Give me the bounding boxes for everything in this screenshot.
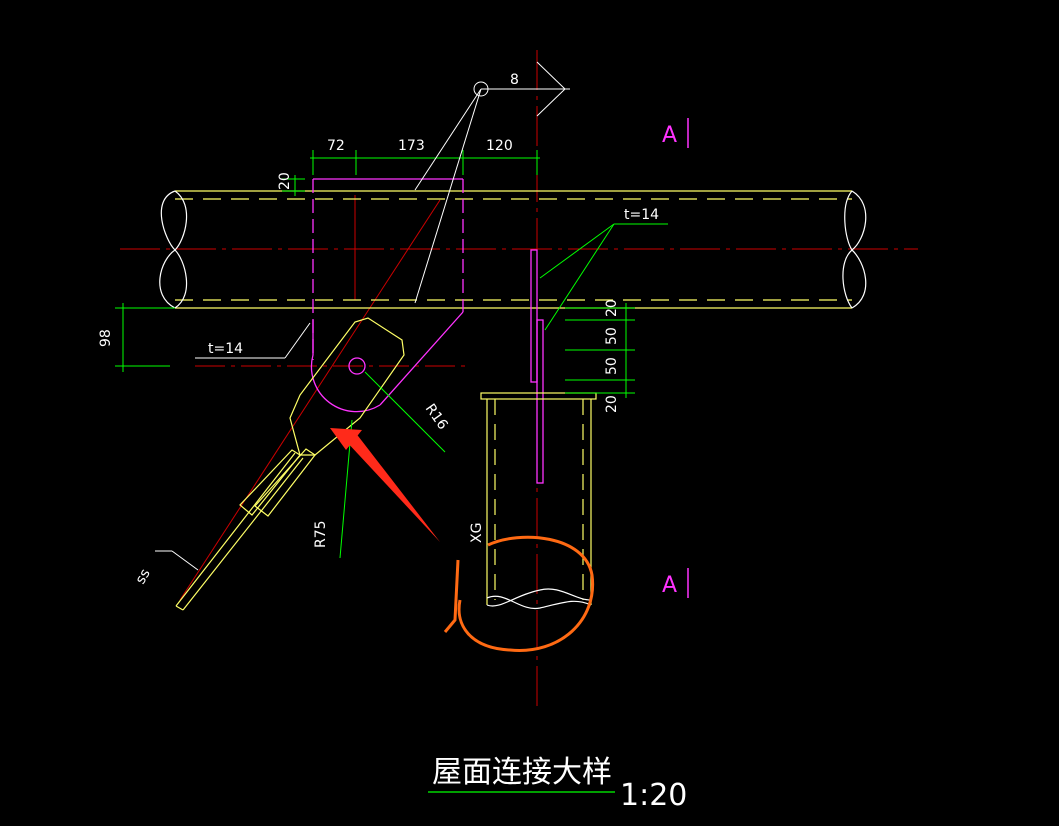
dim-right-50-b: 50 — [604, 357, 620, 375]
annotation-overlay — [330, 428, 595, 652]
rod-label: ss — [133, 566, 154, 587]
gusset-plate — [310, 178, 544, 484]
dim-right-20-top: 20 — [604, 299, 620, 317]
dim-173: 173 — [398, 138, 425, 154]
drawing-scale: 1:20 — [620, 778, 687, 813]
center-lines — [120, 50, 918, 712]
plate-thickness-left: t=14 — [208, 341, 243, 357]
dim-98: 98 — [98, 329, 114, 347]
tube-label: XG — [469, 523, 485, 543]
drawing-title: 屋面连接大样 — [432, 755, 612, 790]
weld-size: 8 — [510, 72, 519, 88]
dim-right-20-bottom: 20 — [604, 395, 620, 413]
vertical-tube — [480, 392, 597, 610]
section-mark-bottom: A — [662, 573, 677, 598]
diagonal-lug — [175, 317, 405, 611]
dim-120: 120 — [486, 138, 513, 154]
dim-right-50-a: 50 — [604, 327, 620, 345]
dimension-lines — [115, 150, 668, 559]
plate-thickness-right: t=14 — [624, 207, 659, 223]
radius-r16: R16 — [422, 401, 451, 433]
dim-20-left: 20 — [277, 172, 293, 190]
dim-72: 72 — [327, 138, 345, 154]
leader-lines — [155, 61, 570, 571]
radius-r75: R75 — [313, 520, 329, 548]
section-mark-top: A — [662, 123, 677, 148]
